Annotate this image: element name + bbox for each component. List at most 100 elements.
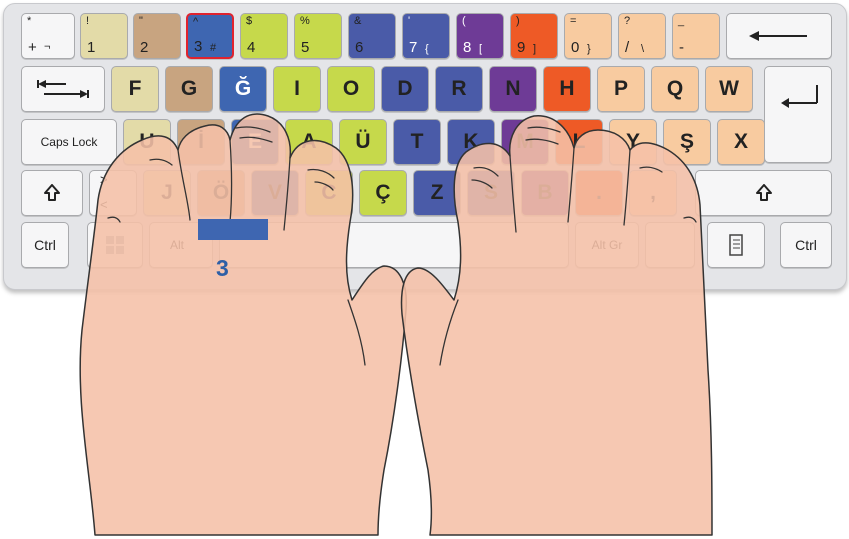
key-Z[interactable]: Z xyxy=(413,170,461,216)
key-shift-right[interactable] xyxy=(695,170,832,216)
key-slash[interactable]: ? / \ xyxy=(618,13,666,59)
key-windows[interactable] xyxy=(87,222,143,268)
key-G-breve[interactable]: Ğ xyxy=(219,66,267,112)
finger-number-label: 3 xyxy=(216,255,229,282)
key-menu[interactable] xyxy=(707,222,765,268)
key-label: U xyxy=(139,130,154,154)
key-Q[interactable]: Q xyxy=(651,66,699,112)
key-ctrl-right[interactable]: Ctrl xyxy=(780,222,832,268)
key-backspace[interactable] xyxy=(726,13,832,59)
key-M[interactable]: M xyxy=(501,119,549,165)
key-top-symbol: " xyxy=(139,15,143,27)
key-R[interactable]: R xyxy=(435,66,483,112)
key-label: F xyxy=(129,77,142,101)
key-caps-lock[interactable]: Caps Lock xyxy=(21,119,117,165)
key-E[interactable]: E xyxy=(231,119,279,165)
key-shift-left[interactable] xyxy=(21,170,83,216)
key-K[interactable]: K xyxy=(447,119,495,165)
key-angle-brackets[interactable]: > < xyxy=(89,170,137,216)
key-G[interactable]: G xyxy=(165,66,213,112)
key-top-symbol: ! xyxy=(86,15,89,27)
key-top-symbol: = xyxy=(570,15,576,27)
key-8[interactable]: ( 8 [ xyxy=(456,13,504,59)
key-S[interactable]: S xyxy=(467,170,515,216)
key-alt-gr[interactable]: Alt Gr xyxy=(575,222,639,268)
key-N[interactable]: N xyxy=(489,66,537,112)
key-4[interactable]: $ 4 xyxy=(240,13,288,59)
key-O-umlaut[interactable]: Ö xyxy=(197,170,245,216)
key-O[interactable]: O xyxy=(327,66,375,112)
key-top-symbol: % xyxy=(300,15,310,27)
key-top-symbol: _ xyxy=(678,15,684,27)
key-minus[interactable]: _ - xyxy=(672,13,720,59)
key-label: N xyxy=(505,77,520,101)
key-top-symbol: ? xyxy=(624,15,630,27)
context-menu-icon xyxy=(729,234,743,256)
keyboard: * + ¬ ! 1 " 2 ^ 3 # $ 4 % 5 & 6 ' 7 { ( … xyxy=(3,3,847,290)
key-main-symbol: 1 xyxy=(87,40,95,56)
key-T[interactable]: T xyxy=(393,119,441,165)
key-C[interactable]: C xyxy=(305,170,353,216)
key-9[interactable]: ) 9 ] xyxy=(510,13,558,59)
key-S-cedilla[interactable]: Ş xyxy=(663,119,711,165)
key-B[interactable]: B xyxy=(521,170,569,216)
key-blank[interactable] xyxy=(645,222,695,268)
key-main-symbol: 0 xyxy=(571,40,579,56)
key-label: M xyxy=(516,130,534,154)
ctrl-label: Ctrl xyxy=(34,237,56,253)
key-space[interactable] xyxy=(219,222,569,268)
key-I[interactable]: I xyxy=(273,66,321,112)
key-label: Y xyxy=(626,130,640,154)
key-C-cedilla[interactable]: Ç xyxy=(359,170,407,216)
key-main-symbol: - xyxy=(679,40,684,56)
key-alt-symbol: { xyxy=(425,43,429,55)
key-Y[interactable]: Y xyxy=(609,119,657,165)
key-label: G xyxy=(181,77,197,101)
key-1[interactable]: ! 1 xyxy=(80,13,128,59)
key-main-symbol: 9 xyxy=(517,40,525,56)
key-label: İ xyxy=(198,130,204,154)
key-top-symbol: ' xyxy=(408,15,410,27)
key-X[interactable]: X xyxy=(717,119,765,165)
key-main-symbol: 5 xyxy=(301,40,309,56)
key-2[interactable]: " 2 xyxy=(133,13,181,59)
key-main-symbol: < xyxy=(100,197,108,213)
key-tab[interactable] xyxy=(21,66,105,112)
key-U[interactable]: U xyxy=(123,119,171,165)
key-L[interactable]: L xyxy=(555,119,603,165)
key-J[interactable]: J xyxy=(143,170,191,216)
key-5[interactable]: % 5 xyxy=(294,13,342,59)
key-label: Z xyxy=(431,181,444,205)
key-comma[interactable]: , xyxy=(629,170,677,216)
key-label: S xyxy=(484,181,498,205)
key-F[interactable]: F xyxy=(111,66,159,112)
key-7[interactable]: ' 7 { xyxy=(402,13,450,59)
key-3[interactable]: ^ 3 # xyxy=(186,13,234,59)
key-D[interactable]: D xyxy=(381,66,429,112)
key-W[interactable]: W xyxy=(705,66,753,112)
key-0[interactable]: = 0 } xyxy=(564,13,612,59)
key-ctrl-left[interactable]: Ctrl xyxy=(21,222,69,268)
key-label: H xyxy=(559,77,574,101)
key-main-symbol: 7 xyxy=(409,40,417,56)
key-label: W xyxy=(719,77,739,101)
key-top-symbol: & xyxy=(354,15,361,27)
alt-gr-label: Alt Gr xyxy=(592,238,623,252)
key-main-symbol: 4 xyxy=(247,40,255,56)
key-H[interactable]: H xyxy=(543,66,591,112)
key-A[interactable]: A xyxy=(285,119,333,165)
key-U-umlaut[interactable]: Ü xyxy=(339,119,387,165)
key-plus[interactable]: * + ¬ xyxy=(21,13,75,59)
shift-arrow-icon xyxy=(756,184,772,202)
key-V[interactable]: V xyxy=(251,170,299,216)
key-label: K xyxy=(463,130,478,154)
key-label: I xyxy=(294,77,300,101)
enter-arrow-icon xyxy=(779,79,823,119)
key-enter[interactable] xyxy=(764,66,832,163)
key-P[interactable]: P xyxy=(597,66,645,112)
key-period[interactable]: . xyxy=(575,170,623,216)
key-label: A xyxy=(301,130,316,154)
key-top-symbol: ^ xyxy=(193,16,198,28)
key-I-dot[interactable]: İ xyxy=(177,119,225,165)
key-6[interactable]: & 6 xyxy=(348,13,396,59)
